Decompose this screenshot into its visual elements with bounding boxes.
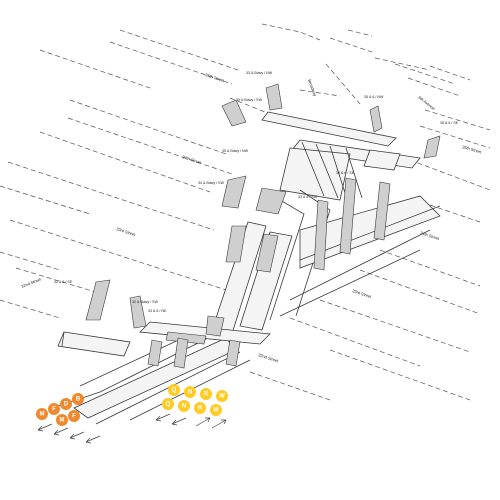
route-bullet-letter: R: [204, 391, 209, 397]
entrance-label: 33 & 6 / NE: [148, 309, 167, 313]
bullets-yellow: Q N R W Q N R W: [162, 384, 228, 416]
entrance-label: 34 & 6 / SE: [336, 171, 355, 175]
route-bullet-circle: [162, 398, 174, 410]
street-label-broadway: Broadway: [307, 79, 318, 97]
route-bullet-letter: M: [60, 417, 65, 423]
route-bullet-letter: Q: [166, 401, 171, 407]
route-bullet-n: N: [184, 386, 196, 398]
route-bullet-f: F: [68, 410, 80, 422]
street-label-34th: 34th Street: [182, 154, 203, 165]
route-bullet-letter: B: [76, 396, 81, 402]
route-bullet-circle: [72, 393, 84, 405]
route-bullet-letter: W: [219, 393, 225, 399]
stairs: [85, 83, 441, 369]
entrance-label: 35 & Bdwy / NW: [222, 149, 249, 153]
route-bullet-r: R: [200, 388, 212, 400]
entrance-labels: 33 & Bdwy / NW 35 & Bdwy / SW 35 & 6 / N…: [54, 71, 459, 313]
route-bullet-b: B: [72, 393, 84, 405]
route-bullet-circle: [56, 414, 68, 426]
platform-corridor: [57, 189, 441, 425]
entrance-label: 35 & 6 / NW: [364, 95, 384, 99]
street-label-32nd: 32nd Street: [21, 276, 43, 289]
entrance-label: 34 & Bdwy / SW: [198, 181, 225, 185]
route-bullet-circle: [194, 402, 206, 414]
entrance-label: 32 & 6 / SE: [54, 280, 73, 284]
route-bullet-letter: F: [72, 413, 76, 419]
street-label-34th-east: 34th Street: [420, 230, 441, 241]
route-bullet-circle: [178, 400, 190, 412]
entrance-label: 32 & Bdwy / SW: [132, 300, 159, 304]
route-bullet-circle: [210, 404, 222, 416]
route-bullet-circle: [60, 398, 72, 410]
street-label-35th-east: 35th Street: [462, 144, 483, 154]
route-bullet-w: W: [210, 404, 222, 416]
route-bullet-circle: [168, 384, 180, 396]
entrance-label: 33 & 6 / SW: [298, 195, 318, 199]
route-bullet-letter: R: [198, 405, 203, 411]
route-bullet-r: R: [194, 402, 206, 414]
route-bullet-w: W: [216, 390, 228, 402]
route-bullet-letter: D: [64, 401, 69, 407]
route-bullet-d: D: [60, 398, 72, 410]
street-label-33rd-east: 33rd Street: [352, 288, 373, 299]
street-label-33rd: 33rd Street: [116, 226, 137, 237]
route-bullet-circle: [200, 388, 212, 400]
route-bullet-circle: [216, 390, 228, 402]
route-bullet-q: Q: [162, 398, 174, 410]
route-bullet-letter: Q: [172, 387, 177, 393]
route-bullet-letter: W: [213, 407, 219, 413]
route-bullet-letter: N: [188, 389, 192, 395]
street-label-35th: 35th Street: [205, 72, 226, 83]
entrance-label: 33 & Bdwy / NW: [246, 71, 273, 75]
route-bullet-letter: M: [40, 411, 45, 417]
route-bullet-n: N: [178, 400, 190, 412]
route-bullet-letter: F: [52, 406, 56, 412]
direction-arrows: [37, 413, 227, 444]
mezzanine-upper: [261, 111, 421, 201]
street-label-32nd-east: 32nd Street: [258, 352, 280, 363]
route-bullet-m: M: [56, 414, 68, 426]
route-bullet-circle: [48, 403, 60, 415]
route-bullet-f: F: [48, 403, 60, 415]
route-bullet-circle: [36, 408, 48, 420]
entrance-label: 35 & Bdwy / SW: [236, 98, 263, 102]
route-bullet-m: M: [36, 408, 48, 420]
entrance-label: 35 & 6 / SE: [440, 121, 459, 125]
street-label-6th-ave: 6th Avenue: [417, 95, 436, 112]
route-bullet-q: Q: [168, 384, 180, 396]
route-bullet-circle: [184, 386, 196, 398]
route-bullet-circle: [68, 410, 80, 422]
route-bullet-letter: N: [182, 403, 186, 409]
street-outlines: [0, 23, 491, 401]
